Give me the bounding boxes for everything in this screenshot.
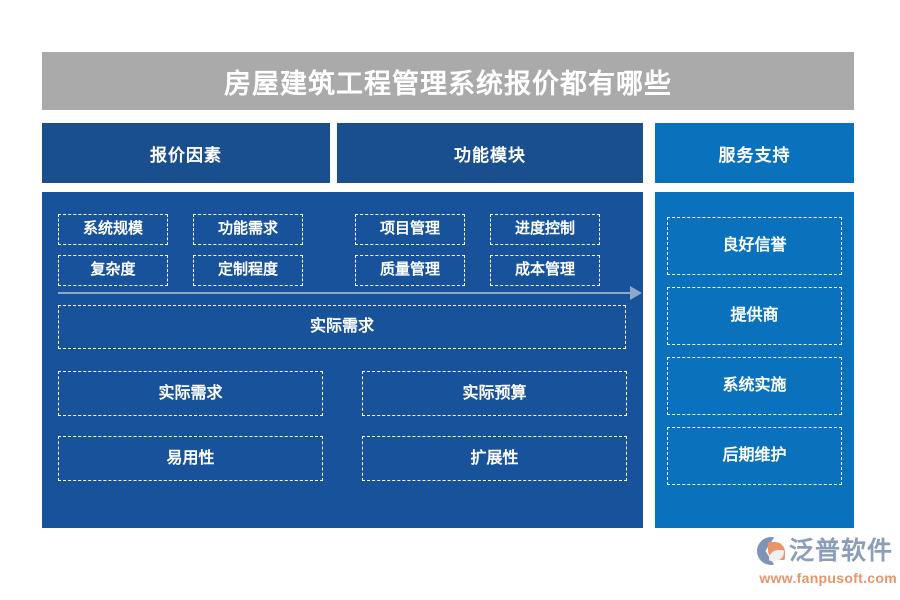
page-title: 房屋建筑工程管理系统报价都有哪些: [224, 68, 672, 99]
chip-cost-management[interactable]: 成本管理: [490, 255, 600, 286]
box-good-reputation[interactable]: 良好信誉: [667, 217, 842, 275]
flow-arrow-head-icon: [630, 286, 642, 300]
chip-progress-control[interactable]: 进度控制: [490, 214, 600, 245]
chip-complexity[interactable]: 复杂度: [58, 255, 168, 286]
tab-pricing-factors[interactable]: 报价因素: [42, 123, 330, 183]
brand-logo: 泛普软件 www.fanpusoft.com: [757, 534, 897, 586]
fanpu-leaf-icon: [757, 536, 787, 566]
box-extensibility[interactable]: 扩展性: [362, 436, 627, 481]
box-system-implementation[interactable]: 系统实施: [667, 357, 842, 415]
box-later-maintenance[interactable]: 后期维护: [667, 427, 842, 485]
chip-customization-level[interactable]: 定制程度: [193, 255, 303, 286]
box-usability[interactable]: 易用性: [58, 436, 323, 481]
logo-website-url: www.fanpusoft.com: [759, 570, 897, 586]
box-provider[interactable]: 提供商: [667, 287, 842, 345]
chip-function-demand[interactable]: 功能需求: [193, 214, 303, 245]
logo-brand-name: 泛普软件: [789, 536, 894, 565]
left-panel: [42, 192, 643, 528]
tab-service-support[interactable]: 服务支持: [655, 123, 854, 183]
tab-function-modules[interactable]: 功能模块: [337, 123, 643, 183]
title-banner: 房屋建筑工程管理系统报价都有哪些: [42, 52, 854, 110]
chip-quality-management[interactable]: 质量管理: [355, 255, 465, 286]
chip-project-management[interactable]: 项目管理: [355, 214, 465, 245]
box-actual-demand[interactable]: 实际需求: [58, 371, 323, 416]
right-panel: [655, 192, 854, 528]
box-actual-demand-wide[interactable]: 实际需求: [58, 305, 626, 349]
box-actual-budget[interactable]: 实际预算: [362, 371, 627, 416]
logo-row: 泛普软件: [757, 534, 897, 568]
flow-arrow-line: [58, 292, 638, 294]
chip-system-scale[interactable]: 系统规模: [58, 214, 168, 245]
